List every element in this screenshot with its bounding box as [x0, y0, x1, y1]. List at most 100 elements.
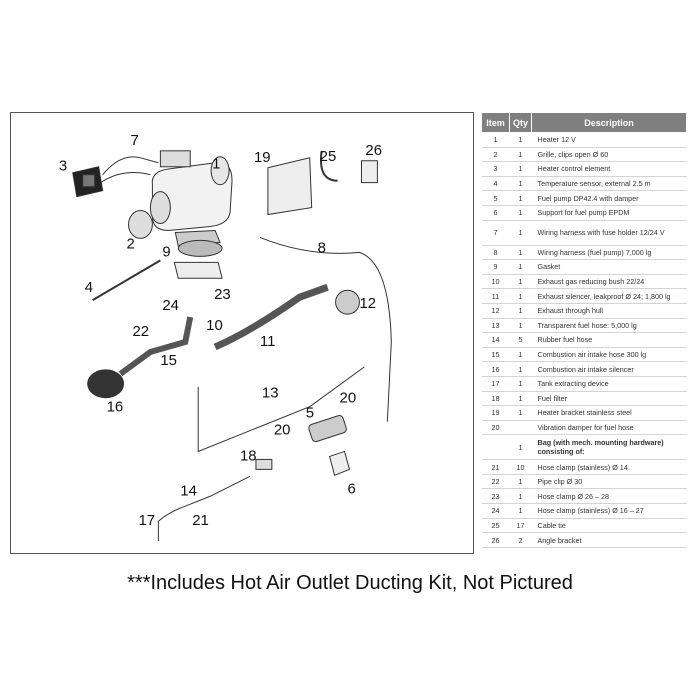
callout-10: 10: [206, 317, 223, 334]
callout-labels: 1 2 3 4 5 6 7 8 9 10 11 12 13 14 15 16 1…: [59, 132, 382, 529]
fuel-hose-drawing: [197, 366, 365, 453]
cell-description: Heater 12 V: [531, 132, 687, 148]
callout-12: 12: [359, 295, 376, 312]
callout-8: 8: [318, 239, 326, 256]
cell-item: 16: [481, 361, 510, 377]
cell-item: 14: [481, 332, 510, 348]
cell-item: 17: [481, 376, 510, 392]
gasket-drawing: [173, 261, 223, 279]
cell-qty: 1: [509, 434, 532, 461]
cell-item: 13: [481, 318, 510, 334]
cell-item: 3: [481, 161, 510, 177]
cell-description: Angle bracket: [531, 532, 687, 548]
cell-qty: 1: [509, 376, 532, 392]
callout-23: 23: [214, 286, 231, 303]
cell-description: Pipe clip Ø 30: [531, 474, 687, 490]
cable-tie-drawing: [320, 150, 338, 182]
callout-3: 3: [59, 158, 67, 175]
cell-item: 19: [481, 405, 510, 421]
cell-qty: 1: [509, 220, 532, 246]
intake-silencer-drawing: [87, 369, 125, 399]
heater-part-drawing: [149, 150, 233, 257]
callout-7: 7: [131, 132, 139, 149]
cell-qty: 2: [509, 532, 532, 548]
cell-qty: 1: [509, 405, 532, 421]
cell-item: 20: [481, 420, 510, 436]
callout-16: 16: [107, 399, 124, 416]
callout-4: 4: [85, 279, 93, 296]
table-header-row: Item Qty Description: [481, 112, 687, 133]
cell-description: Transparent fuel hose: 5,000 lg: [531, 318, 687, 334]
temperature-sensor-drawing: [92, 259, 161, 302]
cell-qty: 1: [509, 274, 532, 290]
cell-description: Wiring harness with fuse holder 12/24 V: [531, 220, 687, 246]
cell-description: Wiring harness (fuel pump) 7,000 lg: [531, 245, 687, 261]
cell-item: 18: [481, 391, 510, 407]
cell-item: 9: [481, 259, 510, 275]
cell-item: 24: [481, 503, 510, 519]
cell-description: Exhaust through hull: [531, 303, 687, 319]
cell-qty: 1: [509, 488, 532, 505]
cell-qty: 1: [509, 245, 532, 261]
cell-item: 15: [481, 347, 510, 363]
callout-22: 22: [132, 323, 149, 340]
cell-qty: 17: [509, 518, 532, 534]
cell-description: Exhaust silencer, leakproof Ø 24; 1,800 …: [531, 288, 687, 304]
cell-item: 22: [481, 474, 510, 490]
fuel-pump-drawing: [308, 415, 347, 443]
cell-item: 21: [481, 459, 510, 475]
cell-item: 1: [481, 132, 510, 148]
cell-description: Support for fuel pump EPDM: [531, 205, 687, 221]
cell-qty: 1: [509, 303, 532, 319]
cell-description: Cable tie: [531, 518, 687, 534]
cell-qty: 1: [509, 391, 532, 407]
cell-item: 5: [481, 190, 510, 206]
cell-qty: 1: [509, 318, 532, 334]
cell-item: 2: [481, 147, 510, 163]
grille-drawing: [128, 210, 153, 239]
cell-qty: 5: [509, 332, 532, 348]
callout-20b: 20: [340, 390, 357, 407]
cell-description: Hose clamp (stainless) Ø 14: [531, 459, 687, 475]
callout-25: 25: [320, 148, 337, 165]
cell-qty: 1: [509, 132, 532, 148]
angle-bracket-drawing: [360, 160, 378, 184]
cell-description: Temperature sensor, external 2.5 m: [531, 176, 687, 192]
fuel-filter-drawing: [255, 458, 273, 470]
cell-qty: 1: [509, 347, 532, 363]
cell-item: 8: [481, 245, 510, 261]
cell-item: 25: [481, 518, 510, 534]
cell-qty: 1: [509, 147, 532, 163]
intake-hose-drawing: [118, 316, 194, 377]
callout-13: 13: [262, 385, 279, 402]
callout-6: 6: [348, 480, 356, 497]
cell-qty: 1: [509, 161, 532, 177]
table-row: 20 Vibration damper for fuel hose: [481, 420, 687, 436]
cell-description: Tank extracting device: [531, 376, 687, 392]
cell-description: Combustion air intake silencer: [531, 361, 687, 377]
callout-14: 14: [180, 482, 197, 499]
cell-description: Gasket: [531, 259, 687, 275]
cell-description: Grille, clips open Ø 60: [531, 147, 687, 163]
callout-21: 21: [192, 512, 209, 529]
fuel-pump-wire-drawing: [259, 236, 392, 422]
cell-item: 12: [481, 303, 510, 319]
callout-2: 2: [127, 235, 135, 252]
cell-qty: 1: [509, 361, 532, 377]
callout-15: 15: [160, 352, 177, 369]
cell-description: Bag (with mech. mounting hardware) consi…: [531, 434, 687, 461]
cell-description: Vibration damper for fuel hose: [531, 420, 687, 436]
control-element-drawing: [72, 166, 104, 198]
callout-11: 11: [260, 333, 276, 350]
